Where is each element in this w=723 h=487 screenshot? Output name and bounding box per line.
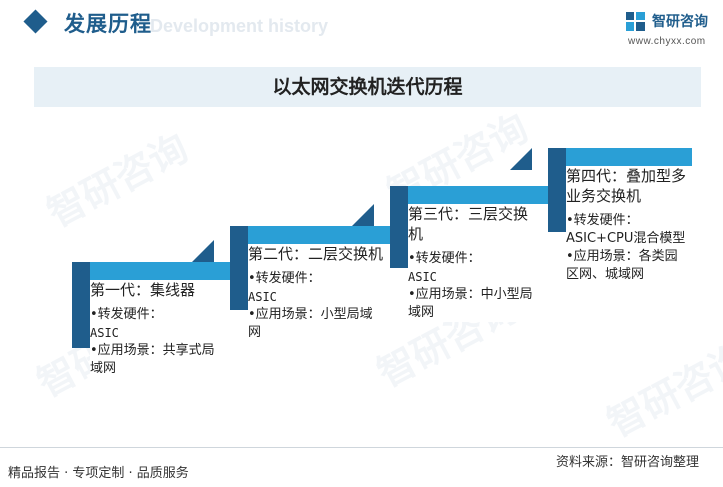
footer-slogan: 精品报告 · 专项定制 · 品质服务 <box>8 466 189 481</box>
stage-card-2: 第二代：二层交换机 •转发硬件： ASIC •应用场景：小型局域网 <box>248 244 384 342</box>
scene-label: •应用场景：小型局域网 <box>248 307 373 340</box>
step-3-triangle <box>510 148 532 170</box>
stage-card-1: 第一代：集线器 •转发硬件： ASIC •应用场景：共享式局域网 <box>90 280 226 378</box>
logo-url: www.chyxx.com <box>628 36 706 47</box>
step-1-dark-bar <box>72 262 90 348</box>
hardware-label: •转发硬件： <box>248 271 321 286</box>
header-title: 发展历程 <box>64 12 152 36</box>
scene-label: •应用场景：中小型局域网 <box>408 287 533 320</box>
step-2-top-bar <box>248 226 390 244</box>
hardware-label: •转发硬件： <box>566 213 639 228</box>
page-header: Development history 发展历程 智研咨询 www.chyxx.… <box>0 0 723 52</box>
step-2-triangle <box>352 204 374 226</box>
step-4-top-bar <box>566 148 692 166</box>
stage-title: 第一代：集线器 <box>90 281 196 299</box>
scene-label: •应用场景：共享式局域网 <box>90 343 215 376</box>
scene-label: •应用场景：各类园区网、城域网 <box>566 249 678 282</box>
hardware-value: ASIC+CPU混合模型 <box>566 231 686 246</box>
hardware-label: •转发硬件： <box>408 251 481 266</box>
title-banner: 以太网交换机迭代历程 <box>34 67 701 107</box>
step-1-top-bar <box>90 262 230 280</box>
step-2-dark-bar <box>230 226 248 310</box>
step-3-top-bar <box>408 186 548 204</box>
footer-source: 资料来源：智研咨询整理 <box>556 455 700 470</box>
logo-icon <box>626 12 645 31</box>
banner-title: 以太网交换机迭代历程 <box>272 76 463 98</box>
stage-title: 第四代：叠加型多业务交换机 <box>566 167 687 205</box>
logo-name: 智研咨询 <box>652 14 708 30</box>
stage-title: 第二代：二层交换机 <box>248 245 384 263</box>
stage-title: 第三代：三层交换机 <box>408 205 529 243</box>
hardware-value: ASIC <box>408 270 437 284</box>
step-1-corner <box>72 262 90 280</box>
step-3-dark-bar <box>390 186 408 268</box>
stage-card-4: 第四代：叠加型多业务交换机 •转发硬件： ASIC+CPU混合模型 •应用场景：… <box>566 166 686 284</box>
header-subtitle-en: Development history <box>150 16 329 36</box>
step-4-dark-bar <box>548 148 566 232</box>
footer-divider <box>0 447 723 448</box>
hardware-value: ASIC <box>248 290 277 304</box>
hardware-value: ASIC <box>90 326 119 340</box>
step-1-triangle <box>192 240 214 262</box>
hardware-label: •转发硬件： <box>90 307 163 322</box>
stage-card-3: 第三代：三层交换机 •转发硬件： ASIC •应用场景：中小型局域网 <box>408 204 542 322</box>
